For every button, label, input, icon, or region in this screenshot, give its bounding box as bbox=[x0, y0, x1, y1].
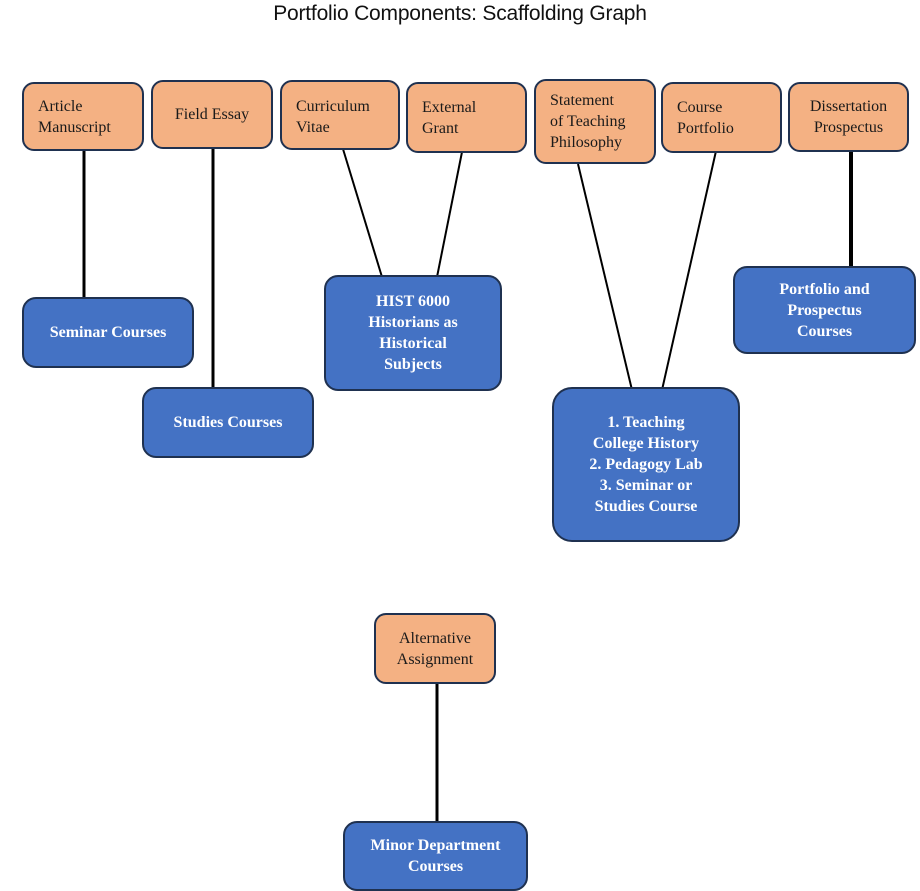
edge-statement-teaching bbox=[577, 163, 633, 391]
course-label: Studies Courses bbox=[173, 414, 283, 431]
component-label: Curriculum Vitae bbox=[296, 98, 370, 136]
component-course-portfolio: Course Portfolio bbox=[661, 82, 782, 153]
component-label: External Grant bbox=[422, 98, 477, 137]
course-portfolio-and-prospectus: Portfolio and Prospectus Courses bbox=[733, 266, 916, 354]
component-dissertation-prospectus: Dissertation Prospectus bbox=[788, 82, 909, 152]
component-statement-of-teaching-philosophy: Statement of Teaching Philosophy bbox=[534, 79, 656, 164]
component-label: Dissertation Prospectus bbox=[809, 98, 888, 136]
edge-course-portfolio-teaching bbox=[661, 150, 717, 391]
course-seminar-courses: Seminar Courses bbox=[22, 297, 194, 368]
course-label: Minor Department Courses bbox=[370, 837, 501, 875]
component-field-essay: Field Essay bbox=[151, 80, 273, 149]
course-teaching-sequence: 1. Teaching College History 2. Pedagogy … bbox=[552, 387, 740, 542]
course-hist-6000: HIST 6000 Historians as Historical Subje… bbox=[324, 275, 502, 391]
course-label: Seminar Courses bbox=[49, 324, 167, 341]
diagram-title: Portfolio Components: Scaffolding Graph bbox=[273, 2, 647, 25]
component-label: Field Essay bbox=[174, 106, 250, 123]
course-label: HIST 6000 Historians as Historical Subje… bbox=[368, 293, 458, 373]
course-studies-courses: Studies Courses bbox=[142, 387, 314, 458]
component-curriculum-vitae: Curriculum Vitae bbox=[280, 80, 400, 150]
component-external-grant: External Grant bbox=[406, 82, 527, 153]
component-label: Statement of Teaching Philosophy bbox=[550, 92, 626, 151]
edge-grant-hist6000 bbox=[436, 151, 463, 278]
course-label: 1. Teaching College History 2. Pedagogy … bbox=[589, 414, 703, 515]
component-label: Article Manuscript bbox=[38, 97, 111, 136]
component-alternative-assignment: Alternative Assignment bbox=[374, 613, 496, 684]
component-article-manuscript: Article Manuscript bbox=[22, 82, 144, 151]
edge-cv-hist6000 bbox=[342, 148, 383, 278]
course-minor-department: Minor Department Courses bbox=[343, 821, 528, 891]
component-label: Course Portfolio bbox=[677, 98, 734, 137]
course-label: Portfolio and Prospectus Courses bbox=[779, 280, 870, 340]
component-label: Alternative Assignment bbox=[396, 629, 474, 668]
